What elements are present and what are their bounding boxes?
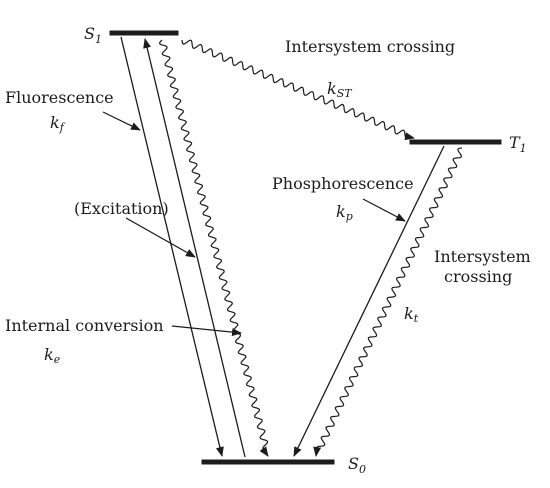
k-st-label: kST [327,79,353,100]
k-f-label: kf [50,113,66,134]
phosphorescence-pointer [362,198,406,222]
internal-conversion-wavy-arrow [159,39,269,457]
k-e-label: ke [44,345,61,366]
internal-conversion-pointer [171,325,242,337]
phosphorescence-arrow [293,145,445,457]
phosphorescence-label: Phosphorescence [272,174,414,193]
intersystem-crossing-wavy-arrow [181,39,415,141]
k-t-label: kt [404,304,419,325]
excitation-pointer [125,217,196,258]
fluorescence-pointer [102,111,141,131]
intersystem-crossing-top-label: Intersystem crossing [285,37,455,56]
intersystem-crossing-right-label-line2: crossing [444,267,512,286]
excitation-arrow [143,38,246,458]
intersystem-crossing-t1-s0-wavy-arrow [313,147,463,457]
fluorescence-arrow [120,36,224,457]
excitation-label: (Excitation) [74,199,169,218]
intersystem-crossing-right-label-line1: Intersystem [434,247,531,266]
fluorescence-label: Fluorescence [5,88,114,107]
t1-label: T1 [509,133,527,155]
s1-label: S1 [84,24,102,46]
internal-conversion-label: Internal conversion [5,316,164,335]
k-p-label: kp [336,202,353,223]
s0-label: S0 [348,454,366,476]
